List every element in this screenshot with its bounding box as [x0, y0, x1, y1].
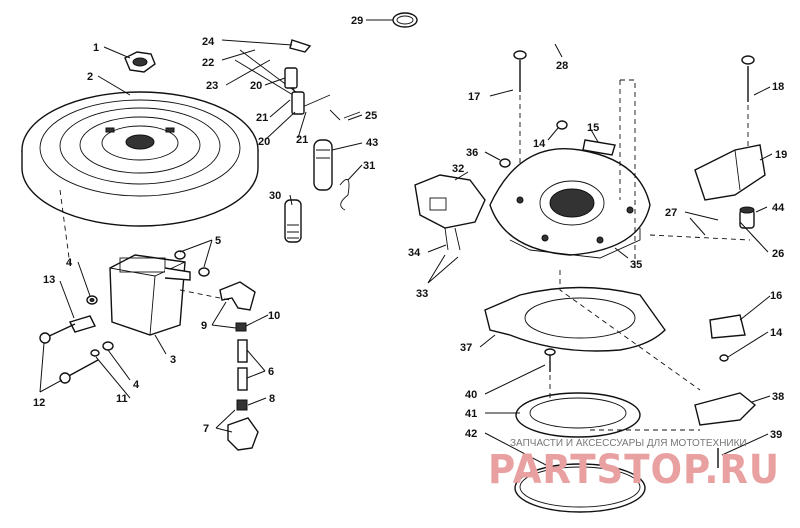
- retainer-ring: [515, 348, 641, 438]
- plug-boot-parts: [219, 281, 259, 451]
- callout-42: 42: [465, 428, 477, 440]
- callout-28: 28: [556, 60, 568, 72]
- callout-7: 7: [203, 423, 209, 435]
- callout-30: 30: [269, 190, 281, 202]
- callout-1: 1: [93, 42, 99, 54]
- callout-10: 10: [268, 310, 280, 322]
- callout-34: 34: [408, 247, 421, 259]
- watermark-brand: PARTSTOP.RU: [488, 447, 780, 493]
- callout-19: 19: [775, 149, 787, 161]
- callout-36: 36: [466, 147, 478, 159]
- callout-6: 6: [268, 366, 274, 378]
- retainer-plate: [484, 286, 666, 352]
- callout-3: 3: [170, 354, 176, 366]
- watermark: ЗАПЧАСТИ И АКСЕССУАРЫ ДЛЯ МОТОТЕХНИКИ PA…: [488, 438, 780, 493]
- bearing-ring: [514, 463, 646, 513]
- callout-26: 26: [772, 248, 784, 260]
- callout-21a: 21: [256, 112, 268, 124]
- charge-coil: [694, 144, 766, 229]
- sensor: [414, 174, 486, 251]
- callout-15: 15: [587, 122, 599, 134]
- callout-23: 23: [206, 80, 218, 92]
- callout-41: 41: [465, 408, 477, 420]
- coil-hardware: [39, 250, 210, 384]
- callout-32: 32: [452, 163, 464, 175]
- callout-38: 38: [772, 391, 784, 403]
- callout-11: 11: [116, 393, 128, 405]
- sleeve-and-boot: [284, 139, 350, 243]
- leader-lines: [39, 19, 773, 476]
- flywheel: [21, 91, 259, 227]
- callout-20b: 20: [258, 136, 270, 148]
- callout-37: 37: [460, 342, 472, 354]
- wire-clamp: [392, 12, 418, 28]
- callout-35: 35: [630, 259, 642, 271]
- watermark-caption: ЗАПЧАСТИ И АКСЕССУАРЫ ДЛЯ МОТОТЕХНИКИ: [510, 438, 747, 449]
- callout-2: 2: [87, 71, 93, 83]
- callout-31: 31: [363, 160, 375, 172]
- flywheel-nut: [124, 51, 156, 73]
- callout-14a: 14: [533, 138, 546, 150]
- ignition-coil: [109, 254, 191, 336]
- callout-43: 43: [366, 137, 378, 149]
- callout-39: 39: [770, 429, 782, 441]
- callout-24: 24: [202, 36, 215, 48]
- callout-14b: 14: [770, 327, 783, 339]
- wedge-parts: [694, 314, 757, 468]
- callout-29: 29: [351, 15, 363, 27]
- callout-22: 22: [202, 57, 214, 69]
- callout-5: 5: [215, 235, 221, 247]
- callout-18: 18: [772, 81, 784, 93]
- callout-4b: 4: [133, 379, 140, 391]
- small-bracket: [499, 120, 616, 168]
- guide-lines: [59, 79, 751, 431]
- callout-8: 8: [269, 393, 275, 405]
- callout-16: 16: [770, 290, 782, 302]
- callout-25: 25: [365, 110, 377, 122]
- callout-9: 9: [201, 320, 207, 332]
- callout-13: 13: [43, 274, 55, 286]
- screws: [513, 50, 755, 102]
- callout-20a: 20: [250, 80, 262, 92]
- callout-labels: 1 2 3 4 4 5 6 7 8 9 10 11 12 13 14 14 15…: [33, 15, 787, 441]
- wire-harness: [234, 36, 714, 172]
- callout-27: 27: [665, 207, 677, 219]
- callout-21b: 21: [296, 134, 308, 146]
- callout-4a: 4: [66, 257, 73, 269]
- callout-17: 17: [468, 91, 480, 103]
- callout-44: 44: [772, 202, 785, 214]
- callout-33: 33: [416, 288, 428, 300]
- callout-40: 40: [465, 389, 477, 401]
- callout-12: 12: [33, 397, 45, 409]
- timer-base: [489, 148, 651, 259]
